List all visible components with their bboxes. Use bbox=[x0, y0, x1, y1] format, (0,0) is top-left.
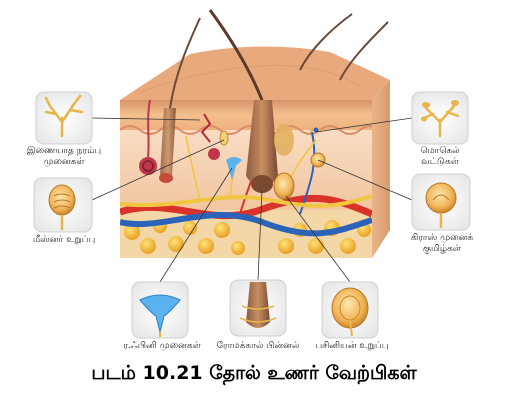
vein bbox=[120, 212, 372, 237]
inset-free-nerve-endings bbox=[35, 91, 93, 145]
inset-merkel bbox=[411, 91, 469, 145]
nerve bbox=[120, 194, 372, 208]
label-pacinian: பசினியன் உறுப்பு bbox=[315, 341, 389, 351]
label-krause-line2: குமிழ்கள் bbox=[423, 244, 461, 254]
skin-surface bbox=[120, 46, 390, 100]
label-free-nerve-endings-line2: முனைகள் bbox=[43, 157, 85, 167]
sweat-gland bbox=[139, 100, 157, 175]
skin-side-face bbox=[372, 80, 390, 258]
label-ruffini: ர.ஃபினி முனைகள் bbox=[123, 341, 201, 351]
label-merkel: மொகெல் வட்டுகள் bbox=[392, 146, 488, 168]
figure-caption: படம் 10.21 தோல் உணர் வேற்பிகள் bbox=[91, 362, 417, 384]
label-meissner: மீஸ்னர் உறுப்பு bbox=[32, 235, 96, 245]
label-free-nerve-endings: இணையாத நரம்பு முனைகள் bbox=[8, 146, 120, 168]
hair-shaft bbox=[208, 9, 264, 101]
inset-pacinian bbox=[321, 281, 379, 339]
skin-block bbox=[120, 9, 390, 258]
inset-meissner bbox=[33, 177, 93, 233]
label-krause-line1: கிராஸ் முனைக் bbox=[410, 233, 474, 243]
artery bbox=[120, 194, 372, 220]
label-krause: கிராஸ் முனைக் குமிழ்கள் bbox=[394, 233, 490, 255]
inset-ruffini bbox=[131, 281, 189, 339]
label-merkel-line1: மொகெல் bbox=[420, 146, 460, 156]
hair-follicle bbox=[246, 100, 294, 193]
leader-lines bbox=[91, 117, 413, 283]
inset-krause bbox=[411, 173, 471, 231]
fat-lobules bbox=[124, 219, 371, 255]
inset-hair-plexus bbox=[229, 279, 287, 337]
label-merkel-line2: வட்டுகள் bbox=[421, 157, 459, 167]
epidermis bbox=[120, 100, 372, 130]
label-hair-plexus: ரோமக்கால் பின்னல் bbox=[216, 341, 300, 351]
label-free-nerve-endings-line1: இணையாத நரம்பு bbox=[26, 146, 102, 156]
